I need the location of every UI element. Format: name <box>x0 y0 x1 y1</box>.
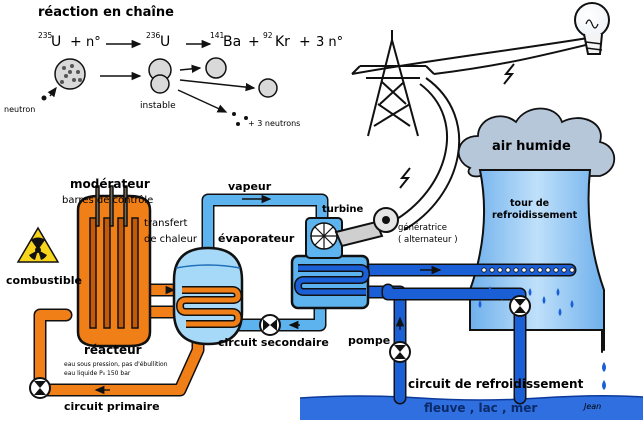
tower-label-2: refroidissement <box>492 210 578 221</box>
pylon <box>351 30 435 137</box>
steam-label: vapeur <box>228 180 272 193</box>
spray-drops <box>478 267 606 390</box>
exchange-text: transfert de chaleur évaporateur circuit… <box>144 180 329 349</box>
chain-reaction-atoms <box>41 57 278 126</box>
krypton: Kr <box>275 34 290 50</box>
generation-text: turbine génératrice ( alternateur ) <box>322 204 458 245</box>
heat-transfer-label-2: de chaleur <box>144 234 198 245</box>
chain-reaction-text: réaction en chaîne 235 U + n° 236 U 141 … <box>4 5 343 128</box>
spray-nozzle <box>529 267 535 273</box>
uranium-235: U <box>51 34 61 50</box>
spray-nozzle <box>537 267 543 273</box>
mass-235: 235 <box>38 31 53 40</box>
plus-2: + <box>248 34 260 50</box>
spray-nozzle <box>505 267 511 273</box>
generator-label-1: génératrice <box>398 222 447 233</box>
reactor-vessel <box>76 185 152 348</box>
uranium-236: U <box>160 34 170 50</box>
unstable-label: instable <box>140 101 176 111</box>
turbine-label: turbine <box>322 204 364 215</box>
pump-cooling-2-icon <box>509 295 531 317</box>
cooling-circuit <box>353 263 605 405</box>
barium: Ba <box>223 34 241 50</box>
neutron-label: neutron <box>4 105 35 114</box>
moderator-label: modérateur <box>70 177 150 191</box>
mass-141: 141 <box>210 31 225 40</box>
nucleon-dot <box>78 78 82 82</box>
heat-transfer-label-1: transfert <box>144 218 187 229</box>
turbine <box>305 217 343 259</box>
fuel-label: combustible <box>6 274 82 287</box>
control-rods-label: barres de contrôle <box>62 194 153 206</box>
three-neutrons-symbol: 3 n° <box>316 35 343 50</box>
spray-nozzle <box>521 267 527 273</box>
light-bulb-icon <box>574 2 610 55</box>
lightning-icon-top <box>503 63 515 85</box>
nucleon-dot <box>60 80 64 84</box>
mass-236: 236 <box>146 31 161 40</box>
cooling-text: air humide tour de refroidissement pompe… <box>348 139 601 415</box>
river <box>299 394 643 420</box>
nucleon-dot <box>70 64 74 68</box>
control-rods <box>89 185 139 329</box>
power-lines <box>351 37 591 231</box>
nucleon-dot <box>62 66 66 70</box>
spray-nozzle <box>497 267 503 273</box>
spray-nozzle <box>561 267 567 273</box>
spray-nozzle <box>545 267 551 273</box>
radiation-icon <box>16 226 60 263</box>
chain-reaction-title: réaction en chaîne <box>38 5 174 20</box>
cooling-tower <box>469 169 605 331</box>
pump-label: pompe <box>348 334 390 347</box>
three-neutrons-label: + 3 neutrons <box>248 119 300 128</box>
generator-label-2: ( alternateur ) <box>398 235 458 245</box>
spray-nozzle <box>489 267 495 273</box>
condenser <box>290 254 371 310</box>
secondary-circuit-label: circuit secondaire <box>218 336 329 349</box>
plus-1: + <box>70 34 82 50</box>
reactor-text: modérateur barres de contrôle combustibl… <box>6 177 168 413</box>
generator <box>334 207 399 248</box>
pump-secondary-icon <box>259 314 281 336</box>
cooling-circuit-label: circuit de refroidissement <box>408 377 584 391</box>
humid-air-label: air humide <box>492 139 571 154</box>
pressure-note-2: eau liquide P₀ 150 bar <box>64 370 131 377</box>
spray-nozzle <box>481 267 487 273</box>
steam-generator <box>172 246 244 346</box>
plus-3: + <box>299 34 311 50</box>
nucleon-dot <box>68 70 72 74</box>
chain-reaction-arrows <box>47 39 256 113</box>
spray-nozzle <box>513 267 519 273</box>
mass-92: 92 <box>263 31 273 40</box>
river-label: fleuve , lac , mer <box>424 401 537 415</box>
spray-nozzle <box>553 267 559 273</box>
flow-arrows <box>94 194 442 395</box>
neutron-symbol: n° <box>86 35 101 50</box>
nucleon-dot <box>72 78 76 82</box>
pressure-note-1: eau sous pression, pas d'ébullition <box>64 361 168 368</box>
tower-label-1: tour de <box>510 198 549 209</box>
lightning-icon-mid <box>399 167 411 189</box>
evaporator-label: évaporateur <box>218 232 295 245</box>
primary-circuit-label: circuit primaire <box>64 400 160 413</box>
reactor-label: réacteur <box>84 343 142 357</box>
pump-cooling-icon <box>389 341 411 363</box>
spray-nozzle <box>569 267 575 273</box>
nucleon-dot <box>76 70 80 74</box>
pump-primary-icon <box>29 377 51 399</box>
signature: Jean <box>582 402 601 411</box>
nucleon-dot <box>64 74 68 78</box>
